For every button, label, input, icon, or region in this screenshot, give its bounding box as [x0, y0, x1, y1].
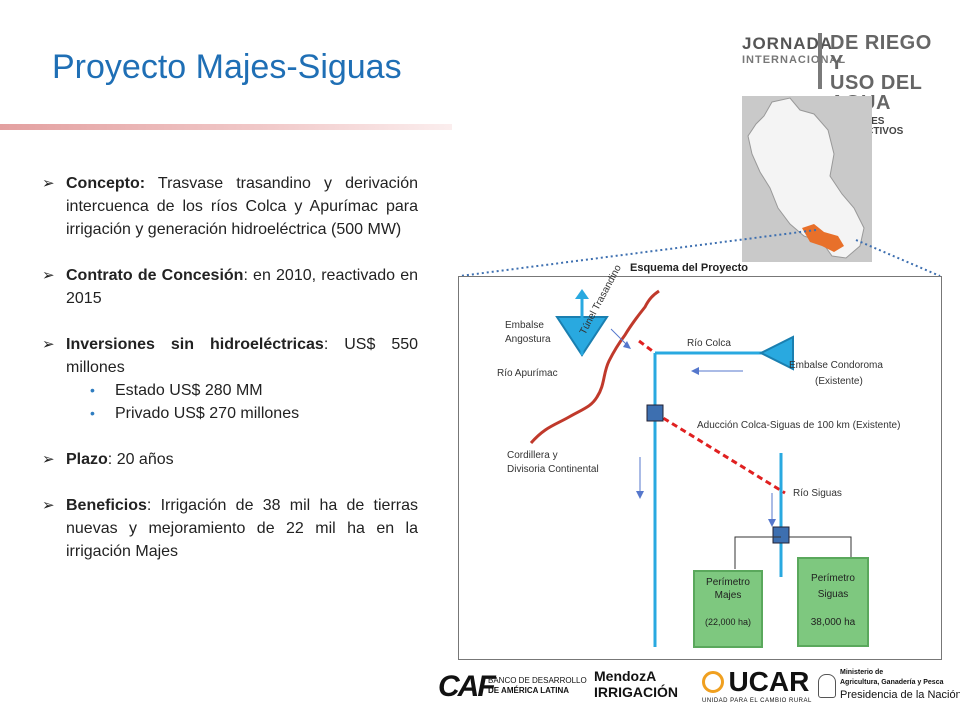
footer-logos: CAF BANCO DE DESARROLLO DE AMÉRICA LATIN…	[0, 664, 960, 720]
dot-bullet-icon: •	[90, 405, 95, 421]
mendoza-logo: MendozA IRRIGACIÓN	[594, 668, 678, 700]
siguas-name: Perímetro Siguas	[811, 573, 855, 600]
ucar-circle-icon	[702, 671, 724, 693]
siguas-perimeter-box: Perímetro Siguas 38,000 ha	[797, 557, 869, 647]
scheme-drawing	[529, 289, 852, 647]
siguas-node-icon	[772, 526, 790, 544]
bullet-contrato: ➢ Contrato de Concesión: en 2010, reacti…	[42, 264, 418, 310]
bullet-list: ➢ Concepto: Trasvase trasandino y deriva…	[42, 172, 418, 563]
bullet-plazo: ➢ Plazo: 20 años	[42, 448, 418, 471]
cordillera-line	[529, 289, 660, 444]
mendoza-line2: IRRIGACIÓN	[594, 684, 678, 700]
caf-mark: CAF	[438, 670, 496, 703]
peru-map	[742, 96, 872, 262]
peru-map-shape	[747, 97, 865, 259]
majes-perimeter-box: Perímetro Majes (22,000 ha)	[693, 570, 763, 648]
bullet-text: : US$ 550 millones	[66, 336, 419, 376]
label-rio-apurimac: Río Apurímac	[497, 368, 558, 379]
dot-bullet-icon: •	[90, 382, 95, 398]
siguas-area: 38,000 ha	[810, 617, 856, 628]
label-cordillera: Cordillera y Divisoria Continental	[507, 450, 599, 475]
bullet-inversiones: ➢ Inversiones sin hidroeléctricas: US$ 5…	[42, 333, 418, 379]
caf-logo: CAF BANCO DE DESARROLLO DE AMÉRICA LATIN…	[438, 670, 587, 704]
scheme-title: Esquema del Proyecto	[630, 262, 748, 274]
label-condoroma-existente: (Existente)	[815, 376, 863, 387]
caf-line2: DE AMÉRICA LATINA	[488, 686, 570, 695]
majes-area: (22,000 ha)	[704, 617, 752, 627]
bullet-text: : 20 años	[107, 451, 174, 468]
brand-separator	[818, 33, 822, 89]
bullet-text: : Irrigación de 38 mil ha de tierras nue…	[66, 497, 418, 560]
aduccion-line	[654, 411, 786, 495]
subbullet-privado: • Privado US$ 270 millones	[42, 402, 418, 425]
project-scheme: Embalse Angostura Río Apurímac Túnel Tra…	[458, 263, 942, 660]
mendoza-line1: MendozA	[594, 668, 657, 684]
subbullet-text: Privado US$ 270 millones	[115, 405, 300, 422]
bullet-label: Contrato de Concesión	[66, 267, 244, 284]
arrow-bullet-icon: ➢	[42, 497, 55, 514]
ministerio-line1: Ministerio de	[840, 669, 884, 676]
label-aduccion: Aducción Colca-Siguas de 100 km (Existen…	[697, 420, 901, 431]
bullet-beneficios: ➢ Beneficios: Irrigación de 38 mil ha de…	[42, 494, 418, 563]
bullet-label: Concepto:	[66, 175, 146, 192]
condoroma-reservoir-icon	[758, 335, 794, 371]
label-rio-colca: Río Colca	[687, 338, 731, 349]
page-title: Proyecto Majes-Siguas	[52, 48, 402, 86]
brand-line1: JORNADA	[742, 34, 834, 53]
subbullet-text: Estado US$ 280 MM	[115, 382, 263, 399]
arrow-bullet-icon: ➢	[42, 336, 55, 353]
angostura-arrow-icon	[575, 289, 589, 299]
bullet-label: Plazo	[66, 451, 108, 468]
ministerio-line2: Agricultura, Ganadería y Pesca	[840, 679, 944, 686]
brand-line2: INTERNACIONAL	[742, 54, 847, 66]
arrow-bullet-icon: ➢	[42, 175, 55, 192]
majes-name: Perímetro Majes	[706, 577, 750, 601]
bullet-text: Trasvase trasandino y derivación intercu…	[66, 175, 418, 238]
title-underline	[0, 124, 452, 130]
subbullet-estado: • Estado US$ 280 MM	[42, 379, 418, 402]
ucar-mark: UCAR	[728, 666, 810, 697]
bullet-label: Beneficios	[66, 497, 147, 514]
ucar-logo: UCAR UNIDAD PARA EL CAMBIO RURAL	[702, 666, 812, 704]
ucar-sub: UNIDAD PARA EL CAMBIO RURAL	[702, 698, 812, 704]
label-rio-siguas: Río Siguas	[793, 488, 842, 499]
label-embalse-angostura: Embalse Angostura	[505, 320, 551, 345]
label-embalse-condoroma: Embalse Condoroma	[789, 360, 883, 371]
ministerio-line3: Presidencia de la Nación	[840, 689, 960, 701]
coat-of-arms-icon	[818, 674, 836, 698]
arrow-bullet-icon: ➢	[42, 451, 55, 468]
majes-node-icon	[646, 404, 664, 422]
bullet-text: : en 2010, reactivado en 2015	[66, 267, 418, 307]
brand-line3: DE RIEGO Y	[830, 32, 932, 74]
arrow-bullet-icon: ➢	[42, 267, 55, 284]
bullet-concepto: ➢ Concepto: Trasvase trasandino y deriva…	[42, 172, 418, 241]
caf-line1: BANCO DE DESARROLLO	[488, 676, 587, 685]
tunnel-line	[638, 339, 656, 355]
event-logo: JORNADA INTERNACIONAL DE RIEGO Y USO DEL…	[742, 32, 942, 137]
bullet-label: Inversiones sin hidroeléctricas	[66, 336, 324, 353]
